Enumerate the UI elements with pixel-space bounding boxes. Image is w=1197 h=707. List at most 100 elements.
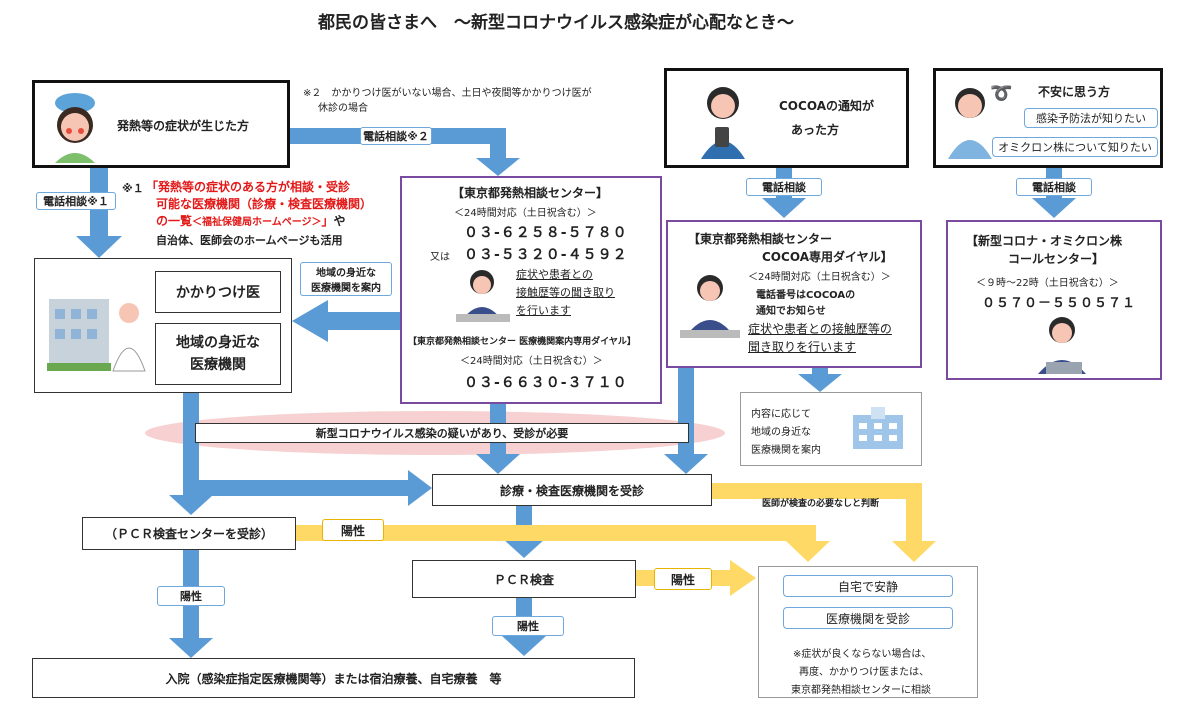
call-center-operator-icon <box>1038 317 1086 374</box>
clinic-item1-text: かかりつけ医 <box>175 285 261 301</box>
tag-phone-anx: 電話相談 <box>1016 178 1092 196</box>
tag-positive-1-text: 陽性 <box>340 523 365 538</box>
pcr-text: ＰＣＲ検査 <box>493 572 554 587</box>
clinic-item1: かかりつけ医 <box>155 271 281 313</box>
sick-person-icon <box>55 93 95 163</box>
anxious-box: ➰ 不安に思う方 感染予防法が知りたい オミクロン株について知りたい <box>933 68 1163 168</box>
omicron-title1: 【新型コロナ・オミクロン株 <box>966 234 1123 248</box>
note1-black3: や <box>333 214 346 228</box>
suspect-banner: 新型コロナウイルス感染の疑いがあり、受診が必要 <box>195 423 689 443</box>
tokyo-title: 【東京都発熱相談センター】 <box>452 186 609 200</box>
arrow-to-exam-shaft <box>191 480 411 496</box>
arrow-guide-head <box>798 374 842 392</box>
tag-positive-4: 陽性 <box>492 616 564 636</box>
arrow-down-tokyo-head <box>476 158 520 176</box>
arrow-exam-down-head <box>502 538 546 558</box>
arrow-down-tokyo-shaft <box>490 128 506 162</box>
cocoa-center-note2: 通知でお知らせ <box>756 306 826 317</box>
arrow-to-exam-head <box>408 470 432 506</box>
cocoa-line1: COCOAの通知が <box>779 99 874 113</box>
tokyo-sub-title: 【東京都発熱相談センター 医療機関案内専用ダイヤル】 <box>408 337 636 347</box>
anxious-item2: オミクロン株について知りたい <box>992 137 1158 157</box>
clinic-building-icon <box>47 299 146 372</box>
tag-phone2: 電話相談※２ <box>360 127 432 145</box>
pcr-center-box: （ＰＣＲ検査センターを受診） <box>82 517 296 550</box>
anxious-item1-text: 感染予防法が知りたい <box>1036 112 1146 125</box>
clinic-item2: 地域の身近な 医療機関 <box>155 323 281 385</box>
cocoa-line2: あった方 <box>791 123 840 137</box>
arrow-tokyo-down-head <box>476 454 520 474</box>
cocoa-center-note1: 電話番号はCOCOAの <box>756 290 856 301</box>
tag-phone-anx-text: 電話相談 <box>1032 181 1076 194</box>
home-item2: 医療機関を受診 <box>783 607 953 629</box>
worried-person-icon <box>948 88 992 159</box>
cocoa-center-box: 【東京都発熱相談センター COCOA専用ダイヤル】 ＜24時間対応（土日祝含む）… <box>666 220 922 368</box>
tag-positive-3: 陽性 <box>157 586 225 606</box>
arrow-pcrc-right-yellow <box>296 525 816 541</box>
cocoa-center-title2: COCOA専用ダイヤル】 <box>762 250 893 264</box>
tag-phone-cocoa-text: 電話相談 <box>762 181 806 194</box>
arrow-home-down-yellow-head <box>892 541 936 562</box>
tag-positive-2-text: 陽性 <box>670 572 695 587</box>
note1-prefix: ※１ <box>122 182 144 195</box>
page-title: 都民の皆さまへ ～新型コロナウイルス感染症が心配なとき～ <box>318 13 794 33</box>
arrow-pcr-down-head <box>502 636 546 656</box>
arrow-left-head <box>292 300 328 342</box>
fever-box: 発熱等の症状が生じた方 <box>32 80 290 168</box>
note1-line4: 自治体、医師会のホームページも活用 <box>156 234 343 247</box>
anxious-title: 不安に思う方 <box>1038 85 1111 99</box>
tokyo-desc3: を行います <box>516 304 571 317</box>
tag-guide-local-line1: 地域の身近な <box>316 268 376 279</box>
tag-guide-local-line2: 医療機関を案内 <box>311 283 381 294</box>
tag-phone1-text: 電話相談※１ <box>43 195 109 208</box>
guide-line3: 医療機関を案内 <box>751 445 821 456</box>
note1-line3: の一覧＜福祉保健局ホームページ＞」や <box>156 212 346 229</box>
cocoa-center-desc2: 聞き取りを行います <box>748 340 857 354</box>
arrow-guide-shaft <box>812 368 828 376</box>
tag-positive-2: 陽性 <box>654 568 712 590</box>
tokyo-or: 又は <box>430 252 450 263</box>
cocoa-center-title1: 【東京都発熱相談センター <box>688 232 833 246</box>
clinic-item2-line1: 地域の身近な <box>176 335 260 351</box>
guide-line1: 内容に応じて <box>751 409 811 420</box>
tag-positive-1: 陽性 <box>322 519 384 541</box>
tokyo-sub-phone: ０３-６６３０-３７１０ <box>464 375 628 391</box>
hospital-icon <box>853 407 903 449</box>
omicron-center-box: 【新型コロナ・オミクロン株 コールセンター】 ＜９時～22時（土日祝含む）＞ ０… <box>946 220 1162 380</box>
pcr-center-text: （ＰＣＲ検査センターを受診） <box>104 527 273 541</box>
arrow-cocoa-head <box>762 198 806 218</box>
tokyo-desc2: 接触歴等の聞き取り <box>516 286 615 299</box>
pcr-box: ＰＣＲ検査 <box>412 560 636 598</box>
arrow-clinic-down-shaft <box>183 393 199 497</box>
tokyo-phone2: ０３-５３２０-４５９２ <box>464 247 628 263</box>
note1-red3: の一覧 <box>156 214 193 228</box>
tag-phone1: 電話相談※１ <box>36 192 116 210</box>
cocoa-operator-icon <box>680 275 740 338</box>
note2-line1: ※２ かかりつけ医がいない場合、土日や夜間等かかりつけ医が <box>303 88 592 99</box>
note1-red1: 「発熱等の症状のある方が相談・受診 <box>146 180 351 194</box>
tokyo-hours: ＜24時間対応（土日祝含む）＞ <box>454 208 597 219</box>
arrow-cocoa-down-head <box>664 454 708 474</box>
arrow-pcrc-down-head <box>169 638 213 658</box>
arrow-anx-head <box>1032 198 1076 218</box>
home-note3: 東京都発熱相談センターに相談 <box>791 685 931 696</box>
cocoa-box: COCOAの通知が あった方 <box>664 68 909 168</box>
arrow-exam-right-yellow <box>712 483 922 499</box>
home-note2: 再度、かかりつけ医または、 <box>799 667 930 678</box>
note1-red3b: ＜福祉保健局ホームページ＞ <box>192 217 322 228</box>
clinic-item2-line2: 医療機関 <box>190 357 246 373</box>
tag-guide-local: 地域の身近な 医療機関を案内 <box>300 262 392 296</box>
suspect-banner-text: 新型コロナウイルス感染の疑いがあり、受診が必要 <box>315 427 569 440</box>
exam-box-text: 診療・検査医療機関を受診 <box>499 483 644 498</box>
home-note1: ※症状が良くならない場合は、 <box>793 649 932 660</box>
note1-red2: 可能な医療機関（診療・検査医療機関） <box>156 197 373 211</box>
arrow-pcr-right-yellow-head <box>730 560 756 596</box>
home-box: 自宅で安静 医療機関を受診 ※症状が良くならない場合は、 再度、かかりつけ医また… <box>758 566 978 698</box>
arrow-pcrc-down-yellow <box>800 525 816 543</box>
clinic-box: かかりつけ医 地域の身近な 医療機関 <box>34 258 292 393</box>
tokyo-desc1: 症状や患者との <box>516 268 593 281</box>
arrow-left-shaft <box>325 312 400 330</box>
fever-label: 発熱等の症状が生じた方 <box>117 119 250 133</box>
operator-icon <box>456 270 510 322</box>
tag-phone2-text: 電話相談※２ <box>363 130 429 143</box>
